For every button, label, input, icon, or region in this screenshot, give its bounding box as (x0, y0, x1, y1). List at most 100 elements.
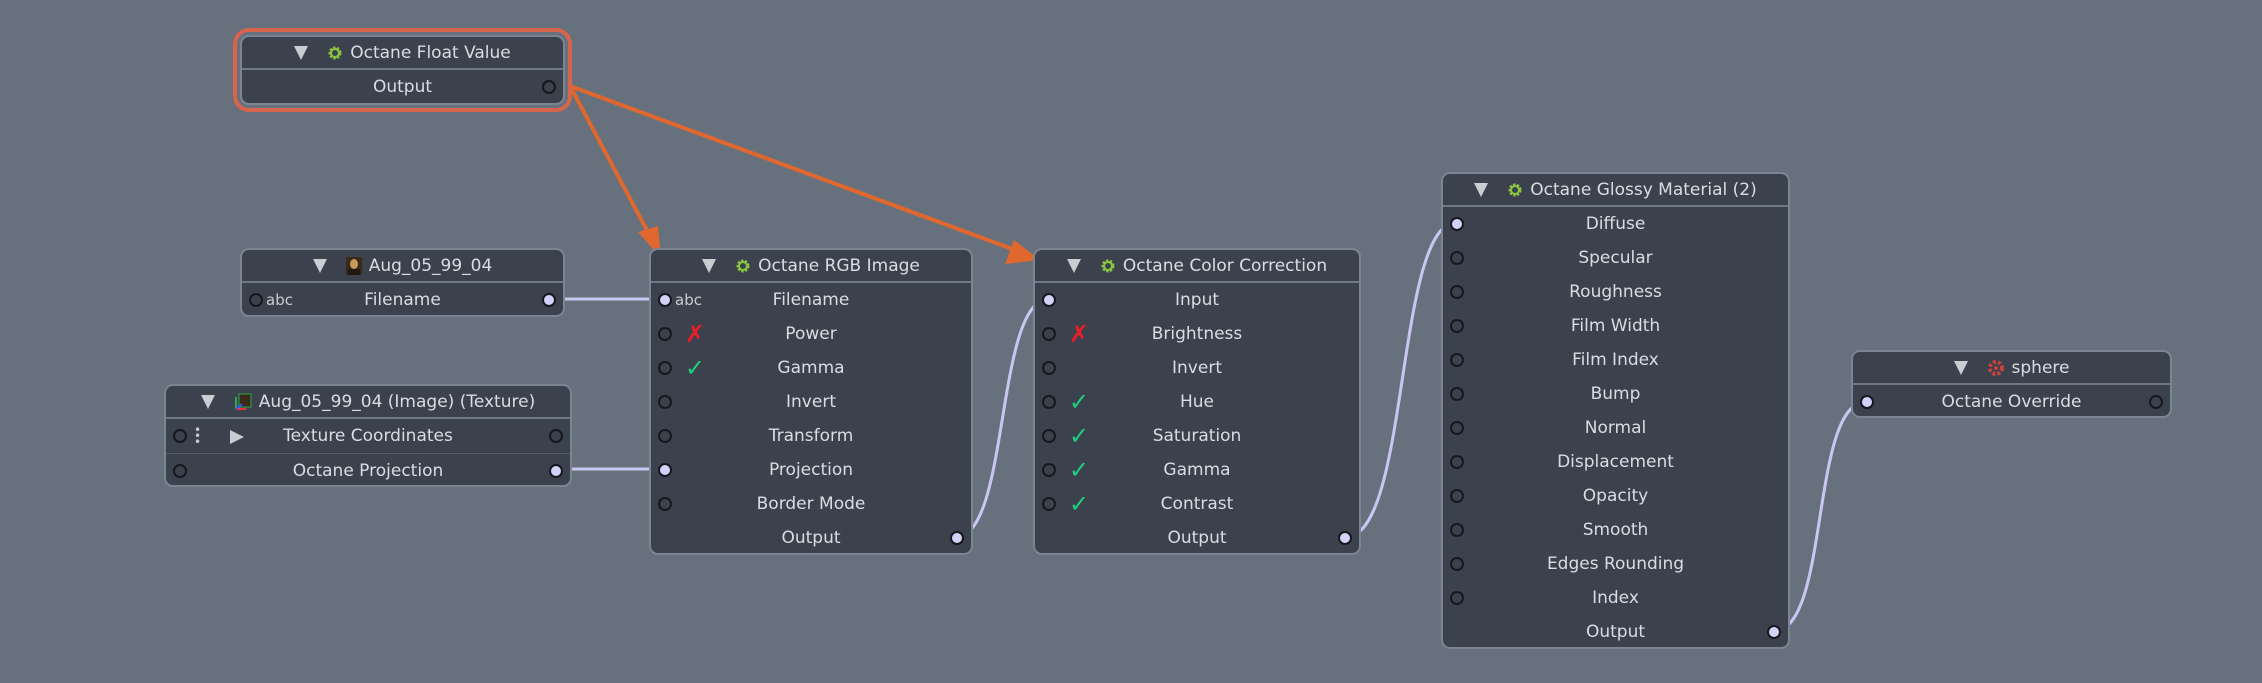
output-port[interactable] (1767, 625, 1781, 639)
output-port[interactable] (542, 80, 556, 94)
collapse-triangle-icon[interactable] (1953, 360, 1968, 375)
texture-icon (234, 393, 252, 411)
port-label: Opacity (1582, 486, 1649, 506)
port-label: Brightness (1151, 324, 1243, 344)
input-port[interactable] (1042, 361, 1056, 375)
annotation-arrow-1 (568, 85, 652, 237)
annotation-arrow-2 (569, 84, 1016, 252)
port-row: Normal (1443, 411, 1788, 445)
input-port[interactable] (658, 429, 672, 443)
output-port[interactable] (950, 531, 964, 545)
port-row: Bump (1443, 377, 1788, 411)
output-port[interactable] (542, 293, 556, 307)
port-label: Contrast (1160, 494, 1234, 514)
port-row: Input (1035, 283, 1359, 317)
collapse-triangle-icon[interactable] (294, 45, 309, 60)
port-label: Specular (1578, 248, 1653, 268)
port-label: Saturation (1152, 426, 1242, 446)
output-port[interactable] (2149, 395, 2163, 409)
node-title: sphere (2011, 357, 2070, 378)
port-label: Gamma (777, 358, 845, 378)
port-row: ✓Contrast (1035, 487, 1359, 521)
input-port[interactable] (658, 395, 672, 409)
checkmark-icon: ✓ (1069, 388, 1090, 416)
input-port[interactable] (1450, 353, 1464, 367)
port-label: Octane Projection (292, 461, 444, 481)
port-label: Invert (786, 392, 836, 412)
node-header[interactable]: Octane RGB Image (651, 250, 971, 283)
port-label: Projection (768, 460, 854, 480)
input-port[interactable] (1450, 421, 1464, 435)
node-header[interactable]: sphere (1853, 352, 2170, 385)
port-row: •••Texture Coordinates (166, 419, 570, 453)
expand-arrow-icon[interactable] (230, 430, 244, 444)
input-port[interactable] (1450, 251, 1464, 265)
input-port[interactable] (173, 464, 187, 478)
input-port[interactable] (1042, 395, 1056, 409)
port-row: Octane Override (1853, 385, 2170, 419)
port-label: Displacement (1557, 452, 1674, 472)
output-port[interactable] (549, 464, 563, 478)
node-header[interactable]: Aug_05_99_04 (242, 250, 563, 283)
port-row: Edges Rounding (1443, 547, 1788, 581)
input-port[interactable] (1450, 319, 1464, 333)
node-header[interactable]: Octane Glossy Material (2) (1443, 174, 1788, 207)
port-row: Smooth (1443, 513, 1788, 547)
input-port[interactable] (658, 361, 672, 375)
input-port[interactable] (1450, 455, 1464, 469)
port-row: ✓Hue (1035, 385, 1359, 419)
input-port[interactable] (658, 293, 672, 307)
port-row: ✓ Saturation (1035, 419, 1359, 453)
collapse-triangle-icon[interactable] (1066, 258, 1081, 273)
collapse-triangle-icon[interactable] (200, 394, 215, 409)
node-title: Octane Glossy Material (2) (1530, 179, 1757, 200)
port-row: Octane Projection (166, 453, 570, 488)
input-port[interactable] (249, 293, 263, 307)
port-label: Input (1174, 290, 1220, 310)
input-port[interactable] (1042, 497, 1056, 511)
input-port[interactable] (173, 429, 187, 443)
port-row: Output (1035, 521, 1359, 555)
input-port[interactable] (1450, 523, 1464, 537)
input-port[interactable] (1042, 327, 1056, 341)
port-row: Projection (651, 453, 971, 487)
drag-handle-icon[interactable]: ••• (194, 423, 202, 449)
checkmark-icon: ✓ (1069, 422, 1090, 450)
node-header[interactable]: Octane Color Correction (1035, 250, 1359, 283)
input-port[interactable] (1042, 463, 1056, 477)
type-prefix: abc (675, 291, 702, 309)
input-port[interactable] (1860, 395, 1874, 409)
input-port[interactable] (1450, 591, 1464, 605)
input-port[interactable] (658, 497, 672, 511)
port-row: Output (242, 70, 563, 104)
port-label: Output (1585, 622, 1646, 642)
output-port[interactable] (1338, 531, 1352, 545)
output-port[interactable] (549, 429, 563, 443)
input-port[interactable] (1042, 293, 1056, 307)
collapse-triangle-icon[interactable] (312, 258, 327, 273)
collapse-triangle-icon[interactable] (702, 258, 717, 273)
input-port[interactable] (1450, 387, 1464, 401)
input-port[interactable] (1450, 489, 1464, 503)
input-port[interactable] (1450, 285, 1464, 299)
collapse-triangle-icon[interactable] (1474, 182, 1489, 197)
node-header[interactable]: Octane Float Value (242, 37, 563, 70)
node-title: Octane RGB Image (758, 255, 920, 276)
port-label: Film Width (1570, 316, 1661, 336)
input-port[interactable] (658, 463, 672, 477)
node-image-texture[interactable]: Aug_05_99_04 (Image) (Texture)•••Texture… (164, 384, 572, 487)
node-header[interactable]: Aug_05_99_04 (Image) (Texture) (166, 386, 570, 419)
node-title: Octane Float Value (350, 42, 511, 63)
input-port[interactable] (1450, 557, 1464, 571)
input-port[interactable] (658, 327, 672, 341)
input-port[interactable] (1042, 429, 1056, 443)
input-port[interactable] (1450, 217, 1464, 231)
